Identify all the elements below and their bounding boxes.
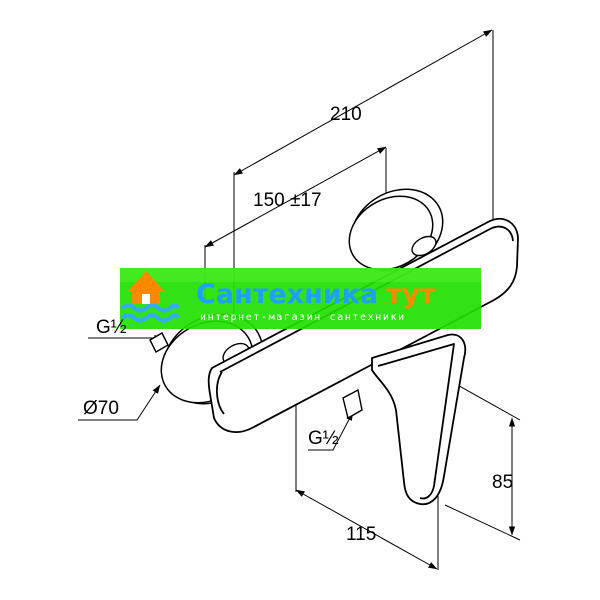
watermark: Сантехника тут интернет-магазин сантехник… [120, 268, 481, 329]
left-inlet-nut [149, 332, 169, 353]
dim-line-115 [295, 489, 438, 570]
label-height: 85 [492, 472, 513, 493]
watermark-brand-main: Сантехника [196, 279, 378, 310]
house-roof-icon [127, 271, 165, 292]
body-top-edge [219, 225, 514, 373]
leader-o70 [78, 384, 161, 421]
watermark-band-highlight [120, 268, 481, 282]
lever-inner-face [377, 343, 455, 500]
watermark-logo-icon [120, 271, 180, 323]
dimension-labels: 210 150 ±17 G½ Ø70 G½ 85 115 [83, 104, 513, 545]
label-outlet: G½ [308, 428, 339, 449]
dim-line-150 [204, 146, 387, 248]
label-flange-diameter: Ø70 [83, 398, 119, 419]
label-spacing: 150 ±17 [253, 190, 322, 211]
label-inlet-left: G½ [96, 317, 127, 338]
ext-line-85-bottom [444, 504, 521, 541]
watermark-title: Сантехника тут [196, 279, 435, 310]
wave-icon-2 [120, 313, 180, 323]
dimension-lines [78, 29, 516, 570]
house-door-icon [142, 294, 150, 304]
label-depth: 115 [346, 524, 376, 545]
watermark-brand-accent: тут [386, 279, 435, 310]
wave-icon-1 [120, 303, 180, 313]
label-overall-length: 210 [330, 104, 362, 125]
dim-line-210 [233, 29, 493, 176]
watermark-tagline: интернет-магазин сантехники [200, 312, 406, 323]
lever-outline [371, 333, 467, 506]
inlet-fittings [149, 235, 437, 420]
leader-g12-bottom [308, 411, 354, 451]
lever-handle [371, 333, 467, 506]
body-left-cap [216, 371, 225, 415]
outlet-nipple [342, 388, 363, 420]
